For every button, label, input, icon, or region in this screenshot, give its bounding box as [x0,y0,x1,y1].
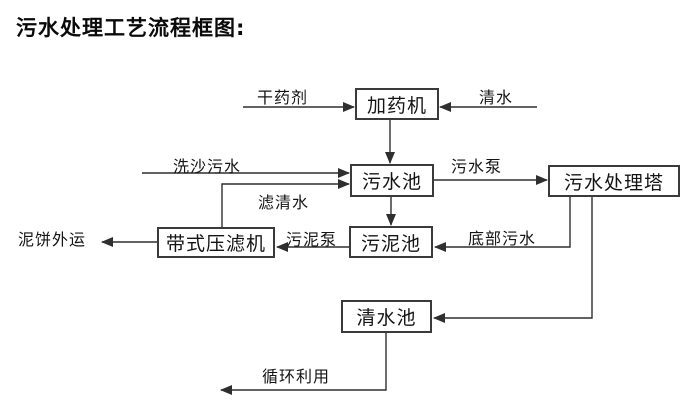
flow-label-sludge-pump: 污泥泵 [286,230,338,249]
node-belt-filter-press: 带式压滤机 [157,227,275,258]
arrow-tower-to-clean-water-pool [433,197,593,323]
arrow-clean-water-pool-to-recycling [220,333,387,395]
page-title: 污水处理工艺流程框图: [16,16,246,40]
node-sludge-pool: 污泥池 [349,226,433,258]
node-sludge-pool-label: 污泥池 [360,232,421,255]
node-clean-water-pool: 清水池 [341,300,432,333]
flow-label-bottom-sewage: 底部污水 [468,229,537,248]
node-sewage-pool-label: 污水池 [361,171,422,193]
node-treatment-tower: 污水处理塔 [548,165,680,197]
flow-label-dry-chemical: 干药剂 [257,88,309,107]
flow-label-recycling: 循环利用 [262,367,331,386]
node-belt-filter-press-label: 带式压滤机 [165,233,266,255]
node-sewage-pool: 污水池 [350,164,434,197]
arrow-bottom-sewage-tower-to-sludge-pool [434,197,571,252]
flow-label-clean-water: 清水 [479,88,514,107]
flow-label-mud-cake-out: 泥饼外运 [18,230,87,249]
flow-label-sand-washing-sewage: 洗沙污水 [173,157,242,176]
arrow-filtered-water-press-to-sewage-pool [221,179,350,227]
flow-label-sewage-pump: 污水泵 [451,157,503,176]
node-clean-water-pool-label: 清水池 [356,307,417,329]
flow-label-filtered-water: 滤清水 [258,193,310,212]
node-treatment-tower-label: 污水处理塔 [563,171,664,194]
node-dosing-machine: 加药机 [355,88,439,120]
node-dosing-machine-label: 加药机 [366,94,427,117]
